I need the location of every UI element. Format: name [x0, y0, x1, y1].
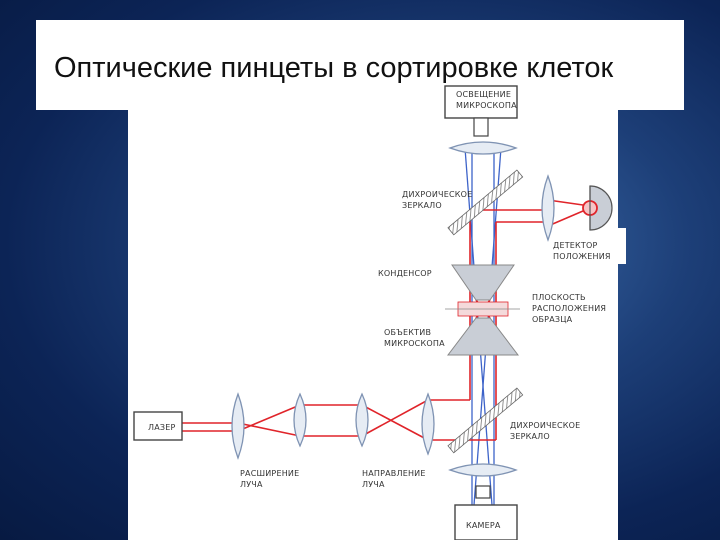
- dichroic-mirror-bottom: [447, 387, 524, 454]
- label-sample-line3: ОБРАЗЦА: [532, 315, 573, 324]
- label-objective-line1: ОБЪЕКТИВ: [384, 328, 431, 337]
- camera-connector: [475, 485, 491, 499]
- laser-ray: [361, 404, 429, 441]
- label-steering-line1: НАПРАВЛЕНИЕ: [362, 469, 426, 478]
- expansion-lens-1: [231, 392, 245, 460]
- label-sample-line2: РАСПОЛОЖЕНИЯ: [532, 304, 606, 313]
- label-expansion-line2: ЛУЧА: [240, 480, 263, 489]
- label-dichroic-bottom-line2: ЗЕРКАЛО: [510, 432, 550, 441]
- illumination-box: [444, 85, 518, 119]
- diagram-panel: [128, 110, 618, 540]
- laser-ray: [237, 422, 301, 437]
- label-laser: ЛАЗЕР: [148, 423, 176, 432]
- label-expansion-line1: РАСШИРЕНИЕ: [240, 469, 299, 478]
- detector-lens: [541, 174, 555, 242]
- illumination-lens: [448, 141, 518, 155]
- label-objective-line2: МИКРОСКОПА: [384, 339, 445, 348]
- laser-ray: [361, 399, 429, 437]
- panel-notch: [618, 228, 626, 264]
- label-illumination-line2: МИКРОСКОПА: [456, 101, 517, 110]
- camera-lens: [448, 463, 518, 477]
- label-dichroic-top-line2: ЗЕРКАЛО: [402, 201, 442, 210]
- label-condenser: КОНДЕНСОР: [378, 269, 432, 278]
- position-detector-body: [589, 185, 613, 231]
- label-illumination-line1: ОСВЕЩЕНИЕ: [456, 90, 511, 99]
- laser-path: [182, 199, 591, 441]
- laser-ray: [237, 404, 301, 432]
- label-detector-line1: ДЕТЕКТОР: [553, 241, 598, 250]
- condenser: [451, 264, 515, 301]
- title-box: Оптические пинцеты в сортировке клеток: [36, 20, 684, 110]
- label-camera: КАМЕРА: [466, 521, 501, 530]
- dichroic-mirror-top: [447, 169, 524, 236]
- illumination-connector: [473, 117, 489, 137]
- camera-box: [454, 504, 518, 540]
- label-detector-line2: ПОЛОЖЕНИЯ: [553, 252, 611, 261]
- label-steering-line2: ЛУЧА: [362, 480, 385, 489]
- microscope-objective: [446, 317, 520, 356]
- steering-lens-1: [355, 392, 369, 448]
- laser-box: [133, 411, 183, 441]
- expansion-lens-2: [293, 392, 307, 448]
- label-dichroic-bottom-line1: ДИХРОИЧЕСКОЕ: [510, 421, 580, 430]
- slide-title: Оптические пинцеты в сортировке клеток: [54, 52, 614, 84]
- steering-lens-2: [421, 392, 435, 456]
- label-dichroic-top-line1: ДИХРОИЧЕСКОЕ: [402, 190, 472, 199]
- label-sample-line1: ПЛОСКОСТЬ: [532, 293, 586, 302]
